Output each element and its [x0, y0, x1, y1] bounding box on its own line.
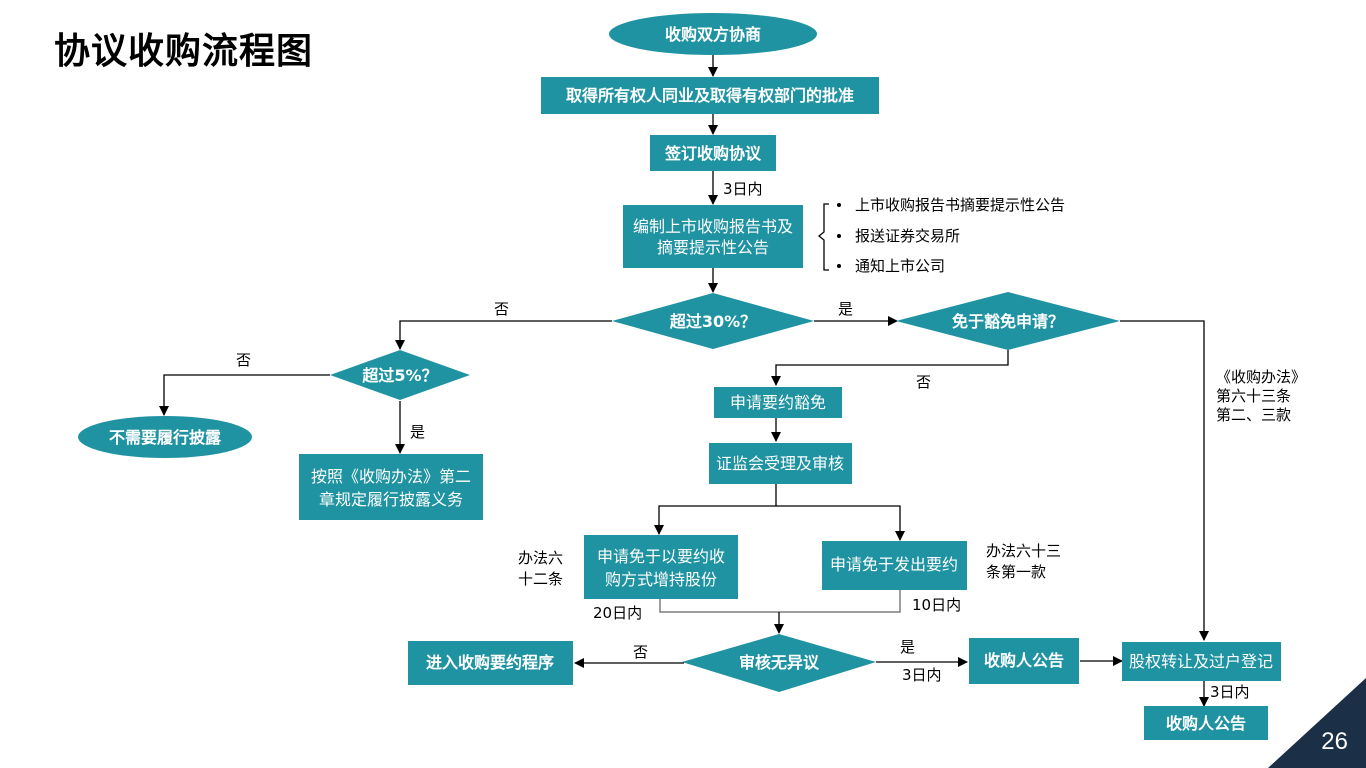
label-rule63: 第六十三条	[1216, 387, 1291, 405]
bullet-dot	[837, 264, 841, 268]
node-disclose-label-1: 按照《收购办法》第二	[311, 467, 471, 486]
bullet-dot	[837, 203, 841, 207]
bullet-dot	[837, 234, 841, 238]
label-3-days: 3日内	[1210, 683, 1250, 701]
node-transfer-label: 股权转让及过户登记	[1129, 652, 1273, 671]
label-no: 否	[633, 643, 648, 661]
node-prepare-label-2: 摘要提示性公告	[657, 238, 769, 257]
node-start: 收购双方协商	[609, 13, 817, 55]
node-over30-label: 超过30%？	[669, 312, 756, 331]
arrow-over5-no	[159, 374, 330, 416]
label-20-days: 20日内	[593, 604, 642, 622]
connectors	[159, 55, 1209, 707]
node-csrc-review-label: 证监会受理及审核	[716, 454, 844, 473]
node-apply-no-offer-label: 申请免于发出要约	[830, 555, 958, 574]
node-apply-increase-label-2: 购方式增持股份	[605, 570, 717, 589]
label-no: 否	[494, 300, 509, 318]
node-over5-label: 超过5%？	[361, 366, 437, 385]
node-announce-1-label: 收购人公告	[984, 651, 1064, 670]
node-apply-increase-label-1: 申请免于以要约收	[597, 547, 725, 566]
node-apply-exempt: 申请要约豁免	[714, 387, 842, 418]
node-announce-1: 收购人公告	[969, 638, 1079, 684]
label-3-days: 3日内	[902, 666, 942, 684]
edge-labels: 3日内 否 是 否 是 否 《收购办法》 第六十三条 第二、三款 办法六 十二条…	[236, 180, 1306, 701]
bullet-item: 通知上市公司	[855, 257, 945, 275]
label-no: 否	[236, 351, 251, 369]
node-transfer: 股权转让及过户登记	[1122, 642, 1281, 681]
node-enter-offer-label: 进入收购要约程序	[426, 653, 554, 672]
label-yes: 是	[410, 423, 425, 441]
label-3-days: 3日内	[723, 180, 763, 198]
node-approval: 取得所有权人同业及取得有权部门的批准	[541, 77, 879, 114]
label-10-days: 10日内	[912, 596, 961, 614]
arrow-over30-no	[395, 320, 612, 350]
node-prepare: 编制上市收购报告书及 摘要提示性公告	[623, 205, 803, 268]
node-sign: 签订收购协议	[650, 135, 776, 171]
node-apply-increase: 申请免于以要约收 购方式增持股份	[584, 535, 738, 599]
bullet-list: 上市收购报告书摘要提示性公告 报送证券交易所 通知上市公司	[837, 196, 1065, 275]
node-over30: 超过30%？	[612, 293, 814, 349]
label-yes: 是	[838, 300, 853, 318]
page-number: 26	[1321, 728, 1348, 755]
page-title: 协议收购流程图	[54, 31, 314, 72]
label-no: 否	[916, 373, 931, 391]
node-announce-2: 收购人公告	[1144, 706, 1268, 740]
node-csrc-review: 证监会受理及审核	[709, 443, 852, 484]
node-disclose: 按照《收购办法》第二 章规定履行披露义务	[299, 454, 483, 520]
node-disclose-label-2: 章规定履行披露义务	[319, 490, 463, 509]
node-start-label: 收购双方协商	[665, 25, 761, 44]
node-exempt-question-label: 免于豁免申请？	[952, 312, 1064, 331]
label-rule63: 《收购办法》	[1216, 368, 1306, 386]
node-no-objection-label: 审核无异议	[739, 653, 820, 672]
corner-decoration	[1268, 678, 1366, 768]
bullet-item: 报送证券交易所	[855, 227, 960, 245]
bullet-item: 上市收购报告书摘要提示性公告	[855, 196, 1065, 214]
node-sign-label: 签订收购协议	[664, 144, 762, 163]
node-no-disclosure: 不需要履行披露	[78, 416, 252, 458]
node-approval-label: 取得所有权人同业及取得有权部门的批准	[566, 86, 854, 105]
node-no-disclosure-label: 不需要履行披露	[109, 428, 222, 447]
label-rule62: 办法六	[518, 549, 563, 567]
label-rule63-1: 条第一款	[986, 563, 1046, 581]
label-yes: 是	[900, 638, 915, 656]
node-announce-2-label: 收购人公告	[1166, 714, 1246, 733]
label-rule62: 十二条	[518, 570, 563, 588]
label-rule63: 第二、三款	[1216, 406, 1291, 424]
arrow-exempt-yes	[1120, 320, 1209, 641]
node-prepare-label-1: 编制上市收购报告书及	[633, 217, 793, 236]
node-apply-no-offer: 申请免于发出要约	[822, 541, 967, 590]
label-rule63-1: 办法六十三	[986, 542, 1061, 560]
arrow-csrc-left	[654, 484, 777, 535]
node-enter-offer: 进入收购要约程序	[408, 641, 573, 685]
merge-bracket	[659, 590, 901, 613]
node-over5: 超过5%？	[330, 350, 470, 400]
arrow-exempt-no	[771, 350, 1009, 386]
node-exempt-question: 免于豁免申请？	[896, 292, 1120, 350]
bullet-brace	[817, 203, 829, 271]
node-apply-exempt-label: 申请要约豁免	[730, 393, 826, 412]
node-no-objection: 审核无异议	[682, 634, 876, 692]
arrow-csrc-right	[776, 505, 905, 541]
